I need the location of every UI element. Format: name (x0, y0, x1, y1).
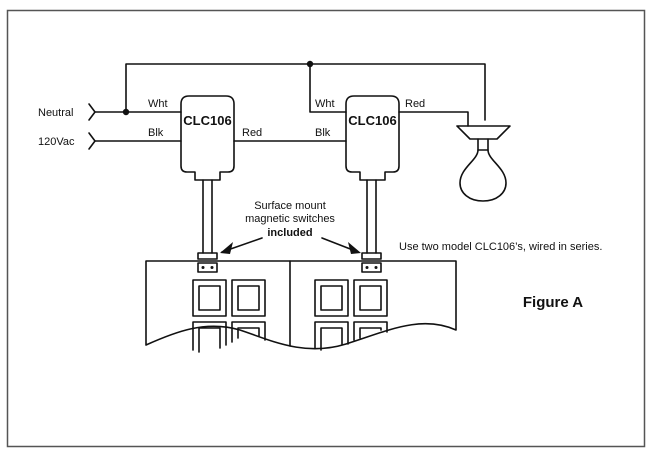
left-device-model-label: CLC106 (183, 113, 231, 128)
left-clc106-device (180, 95, 235, 181)
right-arrowhead-icon (348, 242, 361, 254)
left-door-window-1-inner (198, 285, 221, 311)
right-door-window-1 (314, 279, 349, 317)
right-magnetic-switch-icon (361, 262, 382, 273)
left-wht-label: Wht (148, 98, 168, 110)
left-door-panel-2 (231, 321, 266, 343)
right-switch-screw (374, 266, 378, 269)
right-wht-label: Wht (315, 98, 335, 110)
right-door-window-2 (353, 279, 388, 317)
left-door-panel-1-inner (198, 327, 221, 353)
left-switch-screw (201, 266, 205, 269)
right-switch-cable (366, 179, 377, 254)
lamp-red-wire (398, 111, 469, 127)
switch-note-line2: magnetic switches (245, 213, 335, 225)
figure-frame (6, 9, 646, 448)
series-note: Use two model CLC106’s, wired in series. (399, 241, 602, 253)
switch-note-line3: included (267, 227, 312, 239)
neutral-drop-wire (309, 63, 347, 113)
left-blk-label: Blk (148, 127, 164, 139)
garage-door-icon (145, 260, 457, 350)
lamp-base-icon (477, 138, 489, 151)
left-door-panel-1 (192, 321, 227, 351)
switch-note-line1: Surface mount (254, 200, 326, 212)
lamp-socket-icon (456, 125, 511, 140)
right-door-window-2-inner (359, 285, 382, 311)
figure-title: Figure A (523, 294, 583, 311)
right-clc106-device (345, 95, 400, 181)
right-door-panel-2-inner (359, 327, 382, 339)
mid-red-label: Red (242, 127, 262, 139)
left-switch-cable (202, 179, 213, 254)
right-blk-label: Blk (315, 127, 331, 139)
right-door-panel-1 (314, 321, 349, 349)
left-door-panel-2-inner (237, 327, 260, 339)
neutral-label: Neutral (38, 107, 73, 119)
vac-terminal-icon (88, 132, 96, 150)
vac-label: 120Vac (38, 136, 75, 148)
right-door-panel-2 (353, 321, 388, 341)
bus-junction-dot (306, 60, 314, 68)
left-magnetic-switch-icon (197, 262, 218, 273)
neutral-junction-dot (122, 108, 130, 116)
left-switch-screw (210, 266, 214, 269)
right-door-panel-1-inner (320, 327, 343, 351)
light-bulb-icon (459, 149, 507, 202)
right-red-label: Red (405, 98, 425, 110)
right-switch-screw (365, 266, 369, 269)
left-switch-top-icon (197, 252, 218, 260)
neutral-terminal-icon (88, 103, 96, 121)
right-switch-top-icon (361, 252, 382, 260)
left-arrowhead-icon (220, 242, 233, 254)
left-door-window-1 (192, 279, 227, 317)
left-door-window-2 (231, 279, 266, 317)
neutral-bus-wire (125, 63, 486, 121)
right-door-window-1-inner (320, 285, 343, 311)
left-door-window-2-inner (237, 285, 260, 311)
right-device-model-label: CLC106 (348, 113, 396, 128)
